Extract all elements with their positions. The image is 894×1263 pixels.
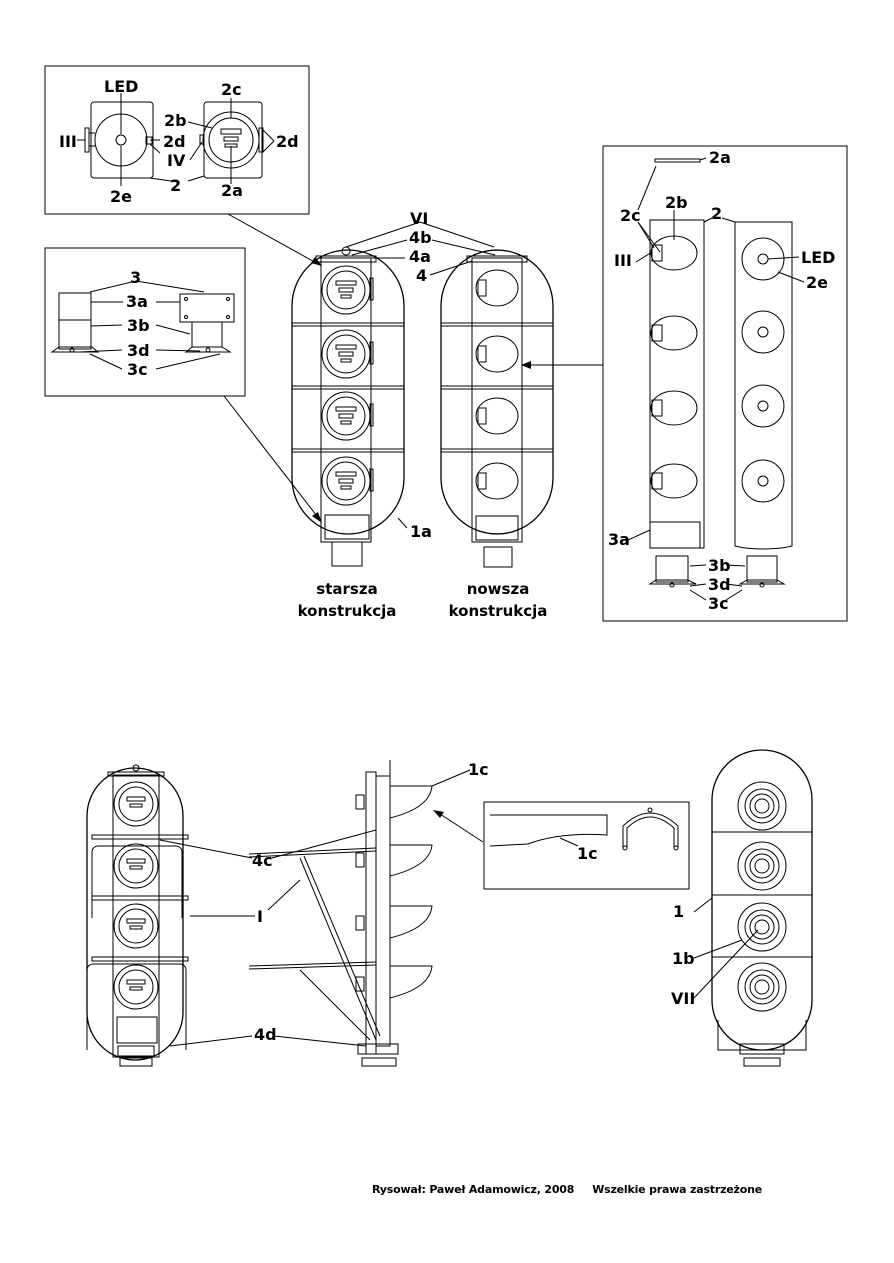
- leaders-bottom: [159, 829, 377, 1047]
- label-2a-right: 2a: [709, 148, 731, 167]
- signal-led-front: [693, 749, 813, 1067]
- footer-drawn-by: Rysował: Paweł Adamowicz, 2008: [372, 1183, 575, 1196]
- caption-older-2: konstrukcja: [298, 602, 397, 620]
- footer-rights: Wszelkie prawa zastrzeżone: [592, 1183, 762, 1196]
- label-1c: 1c: [468, 760, 489, 779]
- arrows-insets: [223, 213, 322, 523]
- footer-credit: Rysował: Paweł Adamowicz, 2008 Wszelkie p…: [372, 1183, 780, 1196]
- callout-labels: LED 2c 2b 2d 2d III IV 2 2e 2a 3 3a 3b 3…: [59, 77, 835, 1044]
- captions: starsza konstrukcja nowsza konstrukcja: [298, 580, 548, 620]
- label-vi: VI: [410, 209, 428, 228]
- label-iv: IV: [167, 151, 186, 170]
- inset-heads-exploded: [602, 145, 848, 622]
- label-vii: VII: [671, 989, 695, 1008]
- label-3a-right: 3a: [608, 530, 630, 549]
- label-3c: 3c: [127, 360, 148, 379]
- label-2d-right: 2d: [276, 132, 299, 151]
- label-4b: 4b: [409, 228, 432, 247]
- label-2c-right: 2c: [620, 206, 641, 225]
- label-4a: 4a: [409, 247, 431, 266]
- signal-side-view: [248, 760, 433, 1067]
- label-3b-right: 3b: [708, 556, 731, 575]
- caption-newer-1: nowsza: [467, 580, 530, 598]
- label-3d-right: 3d: [708, 575, 731, 594]
- label-iii-right: III: [614, 251, 632, 270]
- inset-bracket-detail: [44, 247, 246, 397]
- label-3d: 3d: [127, 341, 150, 360]
- label-led-right: LED: [801, 248, 835, 267]
- label-3: 3: [130, 268, 141, 287]
- signal-older-construction: [291, 246, 405, 567]
- label-2b-right: 2b: [665, 193, 688, 212]
- label-4: 4: [416, 266, 427, 285]
- inset-visor-detail: [431, 769, 690, 890]
- signal-front-bars: [86, 764, 189, 1067]
- label-1: 1: [673, 902, 684, 921]
- label-i: I: [257, 907, 263, 926]
- label-1c-inset: 1c: [577, 844, 598, 863]
- label-2d: 2d: [163, 132, 186, 151]
- caption-newer-2: konstrukcja: [449, 602, 548, 620]
- signal-newer-construction: [440, 249, 554, 568]
- leaders-main: [320, 221, 603, 529]
- caption-older-1: starsza: [316, 580, 377, 598]
- label-3c-right: 3c: [708, 594, 729, 613]
- label-1b: 1b: [672, 949, 695, 968]
- label-2-right: 2: [711, 204, 722, 223]
- label-4d: 4d: [254, 1025, 277, 1044]
- label-4c: 4c: [252, 851, 273, 870]
- label-led: LED: [104, 77, 138, 96]
- label-3b: 3b: [127, 316, 150, 335]
- label-2e: 2e: [110, 187, 132, 206]
- inset-lamp-detail: [44, 65, 310, 215]
- label-3a: 3a: [126, 292, 148, 311]
- label-2e-right: 2e: [806, 273, 828, 292]
- label-2a: 2a: [221, 181, 243, 200]
- label-1a: 1a: [410, 522, 432, 541]
- label-2: 2: [170, 176, 181, 195]
- label-iii: III: [59, 132, 77, 151]
- label-2b: 2b: [164, 111, 187, 130]
- label-2c: 2c: [221, 80, 242, 99]
